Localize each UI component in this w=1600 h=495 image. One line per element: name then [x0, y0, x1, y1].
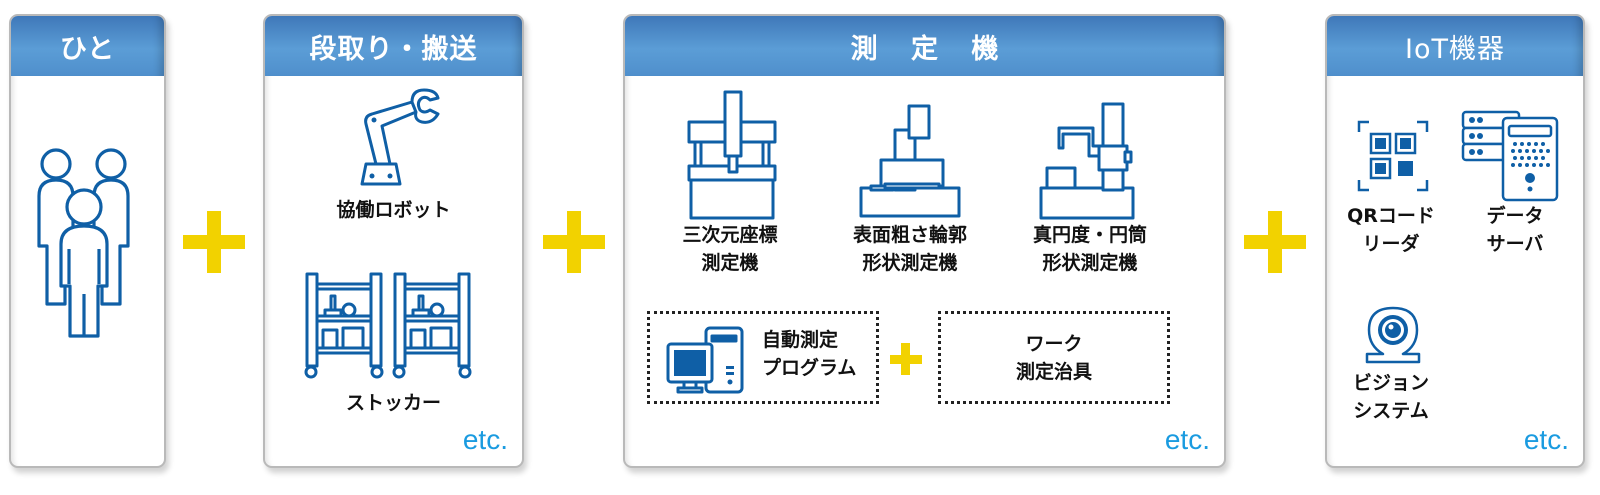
panel-title: ひと [11, 16, 164, 76]
etc-label: etc. [1164, 424, 1210, 455]
panel-iot-devices: IoT機器 QRコード リーダ [1325, 14, 1585, 468]
panel-people: ひと [9, 14, 166, 468]
panel-measuring-machines: 測 定 機 三次元座標 測定機 表面粗さ輪郭 形状測定機 [623, 14, 1226, 468]
panel-title: 段取り・搬送 [265, 16, 522, 76]
qr-reader-label: QRコード リーダ [1347, 205, 1435, 255]
computer-icon [666, 326, 752, 394]
measurement-jig-box: ワーク 測定治具 [938, 311, 1170, 404]
robot-arm-icon [350, 86, 450, 186]
auto-program-label: 自動測定 プログラム [762, 329, 857, 379]
panel-setup-transport: 段取り・搬送 協働ロボット [263, 14, 524, 468]
etc-label: etc. [1523, 424, 1569, 455]
roundness-machine-icon [1037, 100, 1137, 220]
roundness-label: 真円度・円筒 形状測定機 [1032, 224, 1147, 274]
plus-icon [183, 211, 245, 273]
panel-title: 測 定 機 [625, 16, 1224, 76]
stocker-cart-icon [303, 272, 473, 380]
cmm-machine-icon [687, 90, 777, 220]
panel-title: IoT機器 [1327, 16, 1583, 76]
people-group-icon [29, 134, 139, 344]
webcam-icon [1365, 304, 1425, 368]
data-server-icon [1461, 110, 1561, 202]
auto-program-box: 自動測定 プログラム [647, 311, 879, 404]
surface-roughness-label: 表面粗さ輪郭 形状測定機 [852, 224, 967, 274]
plus-icon [1244, 211, 1306, 273]
qr-code-icon [1357, 120, 1429, 192]
surface-roughness-machine-icon [857, 90, 967, 220]
measurement-jig-label: ワーク 測定治具 [1015, 333, 1092, 383]
stocker-label: ストッカー [345, 392, 441, 414]
robot-label: 協働ロボット [336, 199, 451, 221]
etc-label: etc. [462, 424, 508, 455]
data-server-label: データ サーバ [1486, 205, 1544, 255]
plus-icon [543, 211, 605, 273]
vision-system-label: ビジョン システム [1352, 372, 1429, 422]
cmm-label: 三次元座標 測定機 [682, 224, 778, 274]
plus-icon [890, 343, 922, 375]
